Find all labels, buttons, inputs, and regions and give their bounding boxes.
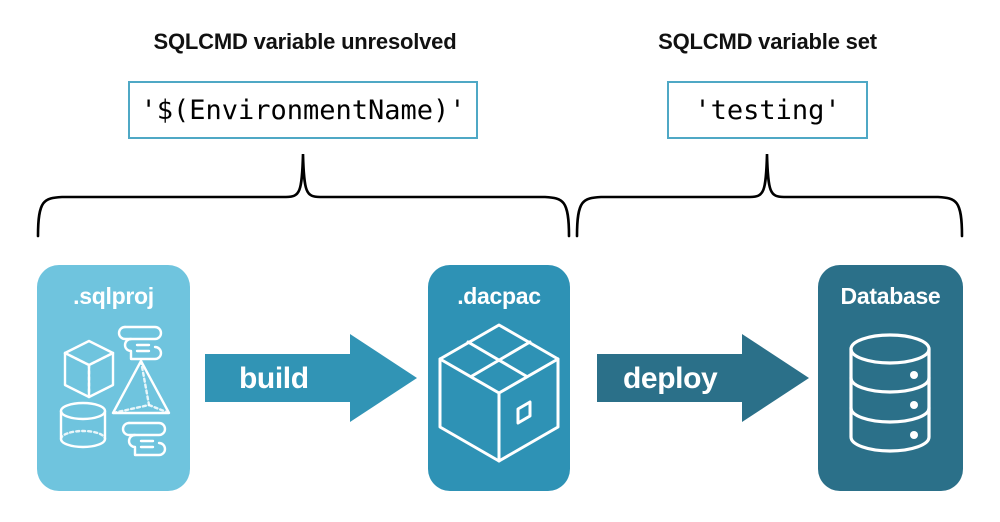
arrow-build-label: build bbox=[239, 362, 309, 395]
pyramid-icon bbox=[111, 359, 171, 415]
script-scroll-icon bbox=[121, 421, 167, 457]
arrow-deploy-label: deploy bbox=[623, 362, 718, 395]
code-value-box-set: 'testing' bbox=[667, 81, 868, 139]
arrow-build[interactable]: build bbox=[205, 334, 417, 422]
dacpac-artwork bbox=[428, 313, 570, 478]
database-cylinder-icon bbox=[849, 333, 931, 453]
stage-box-sqlproj[interactable]: .sqlproj bbox=[37, 265, 190, 491]
database-artwork bbox=[818, 313, 963, 478]
arrow-deploy[interactable]: deploy bbox=[597, 334, 809, 422]
cylinder-icon bbox=[59, 401, 107, 449]
stage-label-dacpac: .dacpac bbox=[457, 283, 541, 309]
brace-right bbox=[575, 153, 964, 238]
stage-box-database[interactable]: Database bbox=[818, 265, 963, 491]
build-arrow-shape bbox=[205, 334, 417, 422]
package-box-icon bbox=[438, 323, 560, 463]
cube-icon bbox=[63, 339, 115, 399]
code-value-box-unresolved: '$(EnvironmentName)' bbox=[128, 81, 478, 139]
stage-label-sqlproj: .sqlproj bbox=[73, 283, 154, 309]
script-scroll-icon bbox=[117, 325, 163, 361]
stage-box-dacpac[interactable]: .dacpac bbox=[428, 265, 570, 491]
heading-sqlcmd-set: SQLCMD variable set bbox=[658, 29, 877, 54]
deploy-arrow-shape bbox=[597, 334, 809, 422]
heading-sqlcmd-unresolved: SQLCMD variable unresolved bbox=[153, 29, 457, 54]
stage-label-database: Database bbox=[840, 283, 941, 309]
brace-left bbox=[36, 153, 571, 238]
sqlproj-artwork bbox=[37, 313, 190, 468]
